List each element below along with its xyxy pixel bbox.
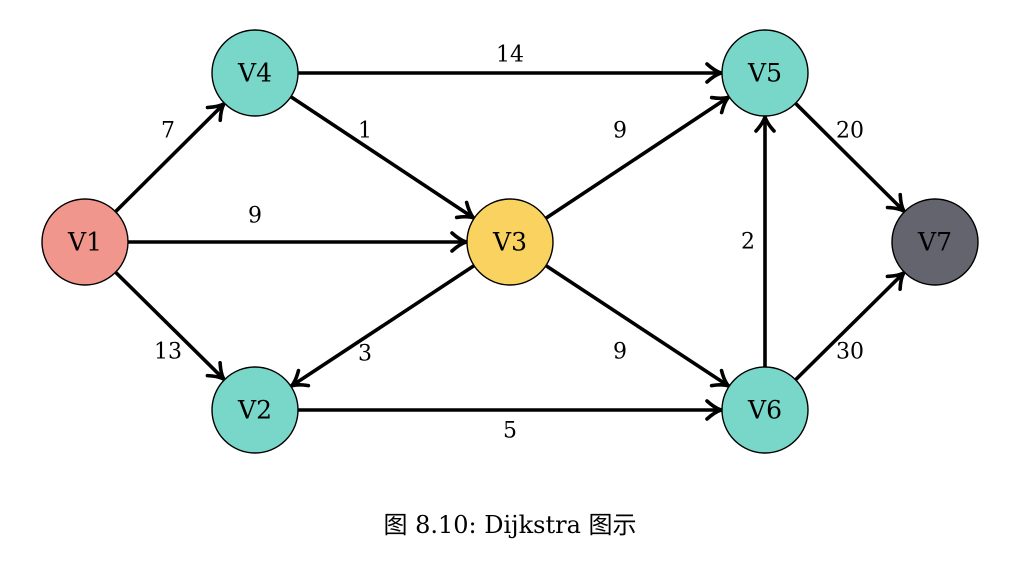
node-v7: V7	[891, 198, 979, 286]
edge-weight-label: 13	[154, 340, 182, 365]
arrowhead	[289, 368, 311, 388]
edge-weight-label: 14	[496, 43, 524, 68]
arrowhead	[205, 102, 226, 123]
edge-v5-v7: 20	[793, 101, 906, 213]
edge-weight-label: 30	[836, 340, 864, 365]
node-v2: V2	[211, 366, 299, 454]
edge-line	[544, 263, 731, 388]
edge-line	[289, 263, 476, 388]
edge-weight-label: 2	[741, 230, 755, 255]
node-label: V5	[747, 59, 782, 88]
edge-v6-v5: 2	[741, 115, 776, 369]
node-circle	[466, 198, 554, 286]
node-v6: V6	[721, 366, 809, 454]
node-circle	[41, 198, 129, 286]
edge-line	[544, 95, 731, 221]
edge-v1-v3: 9	[126, 204, 468, 253]
edge-v1-v4: 7	[113, 102, 226, 214]
arrowhead	[454, 200, 476, 220]
edge-line	[113, 270, 226, 381]
edge-line	[793, 271, 906, 382]
figure-caption: 图 8.10: Dijkstra 图示	[383, 511, 637, 539]
edge-line	[113, 102, 226, 214]
edge-weight-label: 5	[503, 419, 517, 444]
edge-line	[289, 94, 476, 220]
edge-weight-label: 9	[248, 204, 262, 229]
edge-weight-label: 20	[836, 119, 864, 144]
node-v4: V4	[211, 29, 299, 117]
arrowhead	[709, 368, 731, 388]
arrowhead	[754, 115, 776, 133]
edge-weight-label: 9	[613, 340, 627, 365]
node-v5: V5	[721, 29, 809, 117]
node-label: V2	[237, 396, 272, 425]
node-v3: V3	[466, 198, 554, 286]
edge-v3-v2: 3	[289, 263, 476, 388]
node-label: V3	[492, 228, 527, 257]
node-label: V4	[237, 59, 272, 88]
node-circle	[211, 366, 299, 454]
node-label: V6	[747, 396, 782, 425]
edge-v2-v6: 5	[296, 399, 723, 444]
node-circle	[891, 198, 979, 286]
edge-weight-label: 9	[613, 119, 627, 144]
arrowhead	[885, 192, 906, 213]
node-v1: V1	[41, 198, 129, 286]
node-circle	[721, 366, 809, 454]
edge-line	[793, 101, 906, 213]
edge-weight-label: 7	[161, 119, 175, 144]
node-label: V1	[67, 228, 102, 257]
edge-v3-v5: 9	[544, 95, 731, 221]
edge-v4-v3: 1	[289, 94, 476, 220]
arrowhead	[709, 95, 731, 115]
arrowhead	[450, 231, 468, 253]
node-circle	[721, 29, 809, 117]
arrowhead	[705, 62, 723, 84]
node-label: V7	[917, 228, 952, 257]
arrowhead	[885, 271, 906, 291]
arrowhead	[705, 399, 723, 421]
edge-v3-v6: 9	[544, 263, 731, 388]
edge-v6-v7: 30	[793, 271, 906, 382]
edge-v1-v2: 13	[113, 270, 226, 381]
edge-weight-label: 3	[358, 342, 372, 367]
arrowhead	[205, 361, 226, 381]
edges-layer: 7 9 13 14 1 9 3 9 5 2 20 30	[113, 43, 906, 444]
edge-v4-v5: 14	[296, 43, 723, 84]
node-circle	[211, 29, 299, 117]
edge-weight-label: 1	[358, 119, 372, 144]
